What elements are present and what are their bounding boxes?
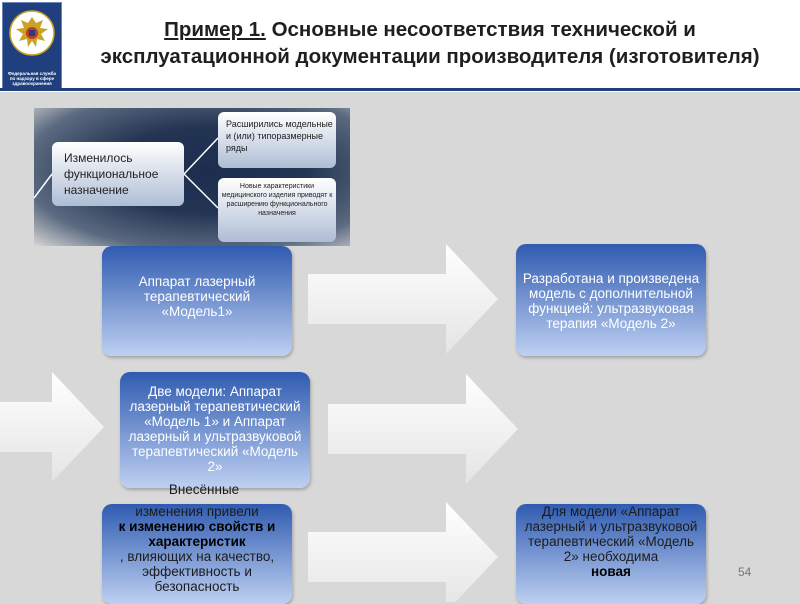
card-requirement: Для модели «Аппарат лазерный и ультразву…	[516, 504, 706, 604]
card-model-1: Аппарат лазерный терапевтический «Модель…	[102, 246, 292, 356]
changes-overlay-text: Внесённые	[168, 482, 240, 497]
changes-text-a: изменения привели	[135, 504, 259, 519]
slide-header: Федеральная служба по надзору в сфере зд…	[0, 0, 800, 92]
concept-diagram: Изменилось функциональное назначение Рас…	[34, 108, 350, 246]
arrow-right-icon	[308, 502, 498, 602]
diagram-main-node: Изменилось функциональное назначение	[52, 142, 184, 206]
card-two-models: Две модели: Аппарат лазерный терапевтиче…	[120, 372, 310, 488]
connector-lines	[34, 137, 219, 209]
title-text: Основные несоответствия технической и эк…	[100, 18, 760, 68]
slide-title: Пример 1. Основные несоответствия технич…	[70, 16, 790, 70]
changes-text-c: , влияющих на качество, эффективность и …	[119, 549, 275, 594]
arrow-right-icon	[0, 372, 104, 482]
agency-name: Федеральная служба по надзору в сфере зд…	[7, 71, 56, 86]
diagram-top-node: Расширились модельные и (или) типоразмер…	[218, 112, 336, 168]
arrow-right-icon	[308, 244, 498, 354]
changes-text-b: к изменению свойств и характеристик	[118, 519, 276, 549]
eagle-emblem-icon	[9, 10, 55, 56]
header-divider	[0, 88, 800, 91]
agency-emblem: Федеральная служба по надзору в сфере зд…	[2, 2, 62, 90]
page-number: 54	[738, 565, 752, 579]
diagram-bottom-node: Новые характеристики медицинского издели…	[218, 178, 336, 242]
title-prefix: Пример 1.	[164, 18, 266, 41]
arrow-right-icon	[328, 374, 518, 484]
requirement-text-a: Для модели «Аппарат лазерный и ультразву…	[524, 504, 698, 564]
card-changes: изменения привели к изменению свойств и …	[102, 504, 292, 604]
requirement-text-b: новая	[591, 564, 631, 579]
card-model-2: Разработана и произведена модель с допол…	[516, 244, 706, 356]
